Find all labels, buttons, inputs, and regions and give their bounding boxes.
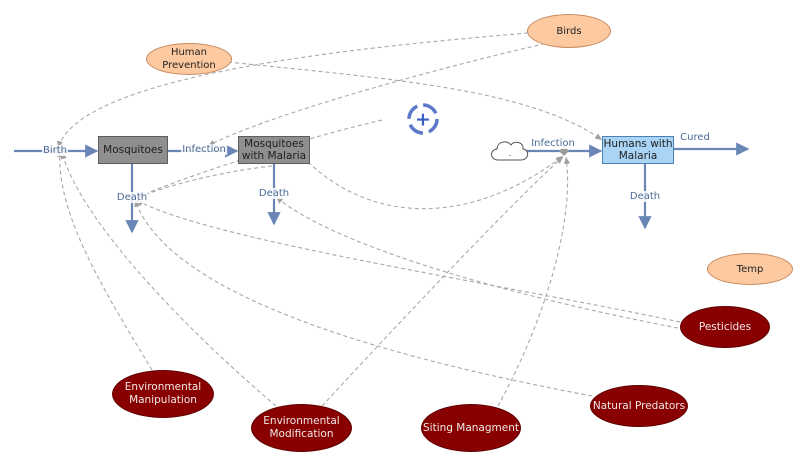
link-natural-predators-to-death	[134, 199, 593, 397]
stock-mosquitoes-label: Mosquitoes	[103, 144, 163, 156]
variable-environmental-modification[interactable]: Environmental Modification	[251, 404, 352, 452]
variable-environmental-manipulation-label-line2: Manipulation	[129, 394, 197, 406]
stock-mosquitoes-with-malaria-label-line1: Mosquitoes	[244, 138, 304, 150]
link-env-manipulation-to-birth	[56, 149, 153, 371]
variable-environmental-modification-label-line2: Modification	[269, 428, 334, 440]
variable-human-prevention-label: Human Prevention	[162, 47, 216, 71]
stock-humans-with-malaria-label-line2: Malaria	[618, 150, 658, 162]
flow-infection-mosquito-label: Infection	[181, 144, 227, 155]
link-birds-to-birth	[57, 32, 529, 149]
variable-birds[interactable]: Birds	[527, 14, 611, 48]
cloud-label: .	[509, 149, 512, 159]
variable-environmental-manipulation-label-line1: Environmental	[124, 381, 202, 393]
variable-temp[interactable]: Temp	[707, 253, 793, 285]
variable-pesticides[interactable]: Pesticides	[680, 306, 770, 348]
link-mosquitoes-malaria-to-infection-human	[307, 155, 564, 210]
variable-environmental-modification-label-line1: Environmental	[263, 415, 340, 427]
link-env-modification-to-birth	[60, 151, 277, 407]
flow-cured-label: Cured	[679, 132, 711, 143]
stock-humans-with-malaria-label-line1: Humans with	[603, 138, 673, 150]
stock-mosquitoes-with-malaria-label-line2: with Malaria	[241, 150, 307, 162]
variable-siting-management[interactable]: Siting Managment	[421, 404, 521, 452]
variable-siting-management-label: Siting Managment	[423, 421, 519, 434]
variable-environmental-manipulation[interactable]: Environmental Manipulation	[112, 370, 214, 418]
variable-natural-predators-label: Natural Predators	[592, 399, 686, 412]
link-pesticides-to-death-mosquitoes-malaria	[275, 196, 679, 329]
variable-natural-predators[interactable]: Natural Predators	[590, 385, 688, 427]
flow-death-mosquitoes-label: Death	[115, 192, 149, 203]
reinforcing-loop-icon[interactable]: +	[407, 103, 439, 135]
link-birds-to-infection-mosquito	[207, 41, 553, 147]
flow-death-humans-label: Death	[628, 191, 662, 202]
link-pesticides-to-death-mosquitoes	[135, 199, 681, 323]
flow-death-mosquitoes-malaria-label: Death	[257, 188, 291, 199]
link-env-modification-to-infection-human	[321, 156, 564, 407]
stock-mosquitoes[interactable]: Mosquitoes	[98, 136, 168, 164]
variable-human-prevention[interactable]: Human Prevention	[146, 43, 232, 75]
link-human-prevention-to-infection-human	[227, 61, 603, 141]
flow-infection-human-label: Infection	[530, 138, 576, 149]
link-siting-to-birth-high	[136, 119, 383, 199]
loop-polarity: +	[415, 109, 431, 131]
flow-birth-label: Birth	[41, 145, 69, 156]
variable-temp-label: Temp	[736, 263, 764, 275]
link-siting-to-infection-human	[497, 156, 571, 407]
variable-birds-label: Birds	[556, 25, 582, 37]
cloud-icon	[491, 141, 529, 161]
stock-humans-with-malaria[interactable]: Humans with Malaria	[602, 136, 674, 164]
stock-mosquitoes-with-malaria[interactable]: Mosquitoes with Malaria	[238, 136, 310, 164]
variable-pesticides-label: Pesticides	[698, 320, 752, 333]
